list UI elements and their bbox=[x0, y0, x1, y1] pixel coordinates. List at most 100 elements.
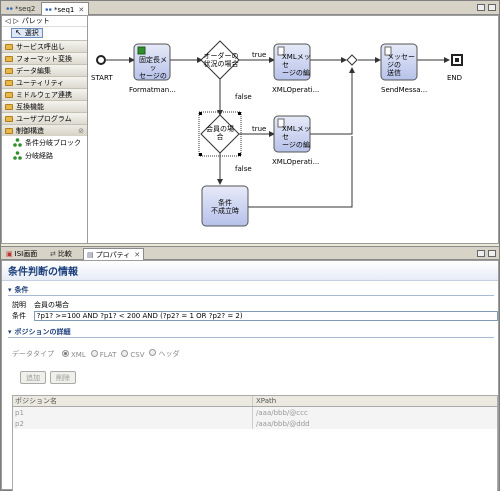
tab-label: ISI画面 bbox=[14, 250, 38, 258]
send-text: メッセージの 送信 bbox=[387, 53, 415, 77]
format-caption: Formatman... bbox=[129, 86, 176, 94]
diagram-canvas[interactable]: START END 固定長メッ セージの Formatman... オーダーの … bbox=[89, 16, 498, 243]
edge-xml2-merge[interactable] bbox=[310, 67, 355, 135]
cell-position: p2 bbox=[13, 418, 253, 429]
xml-doc-icon bbox=[277, 46, 285, 56]
drawer-label: サービス呼出し bbox=[16, 42, 65, 51]
table-row[interactable]: p2 /aaa/bbb/@ddd bbox=[13, 418, 497, 429]
condition-label: 条件 bbox=[12, 311, 26, 320]
palette-drawer-6[interactable]: ユーザプログラム bbox=[2, 112, 87, 124]
xml2-text: XMLメッセ ージの編 bbox=[282, 125, 311, 149]
folder-icon bbox=[5, 115, 13, 122]
selection-handle[interactable] bbox=[238, 112, 241, 115]
editor-tab-seq1[interactable]: *seq1 ✕ bbox=[41, 2, 90, 16]
condition-field[interactable]: ?p1? >=100 AND ?p1? < 200 AND (?p2? = 1 … bbox=[33, 310, 498, 321]
decision2-node[interactable] bbox=[200, 114, 240, 154]
position-section-header[interactable]: ▾ ポジションの詳細 bbox=[2, 326, 498, 337]
xml-doc-icon bbox=[277, 118, 285, 128]
folder-icon bbox=[5, 67, 13, 74]
palette-select-tool[interactable]: ↖ 選択 bbox=[2, 27, 87, 38]
delete-button[interactable]: 削除 bbox=[50, 371, 76, 384]
palette: ◁ ▷ パレット ↖ 選択 サービス呼出し フォーマット変換 データ編集 ユーテ… bbox=[2, 16, 88, 243]
drawer-label: データ編集 bbox=[16, 66, 51, 75]
close-icon[interactable]: ✕ bbox=[134, 251, 141, 259]
position-table: ポジション名 XPath p1 /aaa/bbb/@ccc p2 /aaa/bb… bbox=[12, 395, 498, 491]
folder-icon bbox=[5, 43, 13, 50]
start-node[interactable] bbox=[96, 55, 106, 65]
add-button[interactable]: 追加 bbox=[20, 371, 46, 384]
compare-icon: ⇄ bbox=[50, 250, 56, 258]
maximize-icon[interactable] bbox=[488, 250, 496, 257]
selection-handle[interactable] bbox=[238, 153, 241, 156]
chevron-down-icon: ▾ bbox=[8, 327, 12, 336]
cell-position: p1 bbox=[13, 407, 253, 418]
drawer-label: 互換機能 bbox=[16, 102, 44, 111]
column-header-xpath[interactable]: XPath bbox=[256, 397, 277, 405]
palette-drawer-control[interactable]: 制御構造 ⊘ bbox=[2, 124, 87, 136]
edge-label-true2: true bbox=[252, 125, 267, 133]
minimize-icon[interactable] bbox=[477, 4, 485, 11]
sequence-file-icon bbox=[45, 8, 52, 11]
radio-header[interactable]: ヘッダ bbox=[149, 349, 179, 359]
description-value[interactable]: 会員の場合 bbox=[34, 300, 69, 309]
palette-collapse-icon[interactable]: ◁ bbox=[5, 17, 11, 25]
xml1-text: XMLメッセ ージの編 bbox=[282, 53, 311, 77]
minimize-icon[interactable] bbox=[477, 250, 485, 257]
tab-compare[interactable]: ⇄ 比較 bbox=[47, 248, 75, 260]
palette-drawer-4[interactable]: ミドルウェア連携 bbox=[2, 88, 87, 100]
fail-text: 条件 不成立時 bbox=[211, 199, 239, 215]
palette-menu-icon[interactable]: ▷ bbox=[13, 17, 19, 25]
maximize-icon[interactable] bbox=[488, 4, 496, 11]
sequence-file-icon bbox=[6, 7, 13, 10]
table-row[interactable]: p1 /aaa/bbb/@ccc bbox=[13, 407, 497, 418]
palette-header: ◁ ▷ パレット bbox=[2, 16, 87, 27]
tab-properties[interactable]: ▤ プロパティ ✕ bbox=[83, 248, 145, 261]
isi-view-icon: ▣ bbox=[6, 250, 13, 258]
palette-item-branch-path[interactable]: 分岐経路 bbox=[2, 149, 87, 162]
xml2-caption: XMLOperati... bbox=[272, 158, 320, 166]
format-icon bbox=[137, 46, 146, 55]
drawer-label: 制御構造 bbox=[16, 126, 44, 135]
selection-handle[interactable] bbox=[199, 153, 202, 156]
decision1-node[interactable] bbox=[200, 40, 240, 80]
editor-tab-label: *seq2 bbox=[15, 4, 36, 13]
merge-node[interactable] bbox=[346, 54, 358, 66]
end-node[interactable] bbox=[451, 54, 463, 66]
editor-tab-seq2[interactable]: *seq2 bbox=[3, 2, 39, 15]
tab-isi[interactable]: ▣ ISI画面 bbox=[3, 248, 40, 260]
condition-section-header[interactable]: ▾ 条件 bbox=[2, 284, 498, 295]
position-buttons: 追加 削除 bbox=[2, 371, 498, 384]
edge-fail-merge[interactable] bbox=[248, 136, 353, 208]
fail-node[interactable] bbox=[201, 185, 249, 227]
editor-tab-bar: *seq2 *seq1 ✕ bbox=[1, 1, 499, 16]
radio-csv[interactable]: CSV bbox=[121, 349, 144, 359]
edge-label-false1: false bbox=[235, 93, 252, 101]
pointer-icon: ↖ bbox=[15, 28, 22, 37]
branch-path-icon bbox=[13, 151, 22, 160]
select-tool-label: 選択 bbox=[24, 28, 39, 37]
column-header-position[interactable]: ポジション名 bbox=[13, 396, 253, 406]
cell-xpath: /aaa/bbb/@ccc bbox=[256, 408, 308, 417]
properties-icon: ▤ bbox=[87, 251, 94, 259]
palette-drawer-1[interactable]: フォーマット変換 bbox=[2, 52, 87, 64]
palette-item-label: 条件分岐ブロック bbox=[25, 138, 81, 147]
palette-drawer-0[interactable]: サービス呼出し bbox=[2, 40, 87, 52]
radio-xml[interactable]: XML bbox=[62, 349, 86, 359]
palette-drawer-5[interactable]: 互換機能 bbox=[2, 100, 87, 112]
folder-icon bbox=[5, 91, 13, 98]
palette-drawer-3[interactable]: ユーティリティ bbox=[2, 76, 87, 88]
condition-row: 条件 ?p1? >=100 AND ?p1? < 200 AND (?p2? =… bbox=[2, 310, 498, 321]
palette-item-conditional-block[interactable]: 条件分岐ブロック bbox=[2, 136, 87, 149]
palette-drawer-2[interactable]: データ編集 bbox=[2, 64, 87, 76]
sequence-editor: ◁ ▷ パレット ↖ 選択 サービス呼出し フォーマット変換 データ編集 ユーテ… bbox=[1, 15, 499, 244]
drawer-label: フォーマット変換 bbox=[16, 54, 72, 63]
close-icon[interactable]: ✕ bbox=[78, 5, 85, 14]
radio-flat[interactable]: FLAT bbox=[90, 349, 116, 359]
palette-title: パレット bbox=[21, 17, 50, 25]
pin-icon[interactable]: ⊘ bbox=[78, 126, 84, 135]
selection-handle[interactable] bbox=[199, 112, 202, 115]
table-empty-area bbox=[13, 429, 497, 491]
properties-title: 条件判断の情報 bbox=[2, 261, 498, 281]
datatype-label: データタイプ bbox=[12, 350, 54, 358]
